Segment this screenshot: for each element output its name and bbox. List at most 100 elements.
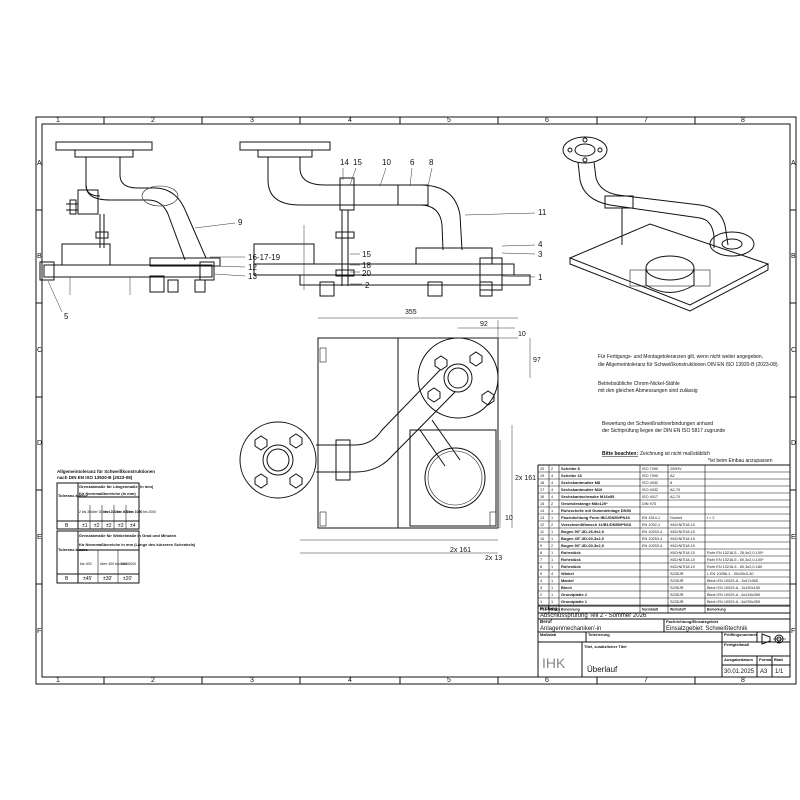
note-8: *ist beim Einbau anzupassen <box>708 458 773 464</box>
parts-cell: Blech EN 10029-A - 3x150x150 <box>707 586 760 590</box>
col-label: 4 <box>348 677 352 684</box>
balloon-16-17-19: 16-17-19 <box>248 253 281 262</box>
outer-frame <box>35 116 797 685</box>
tolerance-table: Allgemeintoleranz für Schweißkonstruktio… <box>56 469 196 584</box>
tol-ang-class: B <box>65 576 69 582</box>
parts-cell: 4 <box>551 488 553 492</box>
parts-cell: t = 2 <box>707 516 715 520</box>
parts-cell: X6CrNiTi18-10 <box>670 537 695 541</box>
tol-lin-sub: für Nennmaßbereiche (in mm) <box>79 491 136 496</box>
tol-ang-col: über 1000 <box>120 562 136 566</box>
parts-cell: EN 10253-4 <box>642 544 662 548</box>
col-label: 3 <box>250 117 254 124</box>
col-label: 6 <box>545 677 549 684</box>
col-label: 1 <box>56 677 60 684</box>
parts-header-cell: Bemerkung <box>707 608 726 612</box>
parts-cell: 9 <box>540 544 542 548</box>
row-label: B <box>37 253 42 260</box>
tol-lin-val: ±1 <box>82 523 88 529</box>
parts-cell: ISO 4032 <box>642 488 658 492</box>
parts-cell: Rohrstück <box>561 557 582 562</box>
tol-lin-class: B <box>65 523 69 529</box>
note-4: mit den gleichen Abmessungen sind zuläss… <box>598 388 698 394</box>
note-2: die Allgemeintoleranz für Schweißkonstru… <box>598 362 779 368</box>
parts-cell: Sechskantschraube M16x55 <box>561 494 615 499</box>
balloon-12: 12 <box>248 263 257 272</box>
tb-pruefung-label: Prüfung <box>540 606 557 611</box>
parts-cell: ISO 7090 <box>642 474 658 478</box>
parts-cell: 1 <box>551 579 553 583</box>
tol-title-1: Allgemeintoleranz für Schweißkonstruktio… <box>57 469 155 474</box>
parts-cell: ISO 4017 <box>642 495 658 499</box>
parts-cell: 4 <box>551 481 553 485</box>
col-label: 5 <box>447 117 451 124</box>
parts-cell: Rohr EN 10216-5 - 26,9x2,0-100* <box>707 551 764 555</box>
row-label: D <box>791 440 796 447</box>
parts-cell: Sechskantmutter M8 <box>561 480 601 485</box>
tol-ang-val: ±20' <box>123 576 132 582</box>
parts-cell: ISO 7090 <box>642 467 658 471</box>
dim-161: 2x 161 <box>515 475 536 482</box>
parts-cell: Grundplatte 2 <box>561 592 588 597</box>
parts-header-cell: Stück <box>551 608 560 612</box>
parts-cell: 4 <box>551 495 553 499</box>
parts-cell: 1 <box>551 600 553 604</box>
parts-cell: Rohrschelle mit Gummieinlage DN50 <box>561 508 632 513</box>
parts-cell: EN 10253-4 <box>642 530 662 534</box>
parts-cell: DIN 975 <box>642 502 656 506</box>
parts-cell: 18 <box>540 481 544 485</box>
parts-cell: X6CrNiTi18-10 <box>670 523 695 527</box>
row-label: D <box>37 440 42 447</box>
parts-cell: Scheibe 16 <box>561 473 583 478</box>
parts-cell: Grundplatte 1 <box>561 599 588 604</box>
tb-prueflingsnummer-label: Prüflingsnummer <box>724 632 758 637</box>
parts-cell: 15 <box>540 502 544 506</box>
parts-cell: X6CrNiTi18-10 <box>670 544 695 548</box>
title-block: Prüfung Abschlussprüfung Teil 2 - Sommer… <box>537 605 791 678</box>
parts-cell: 2 <box>551 523 553 527</box>
tb-ausgabe: 30.01.2025 <box>724 669 755 675</box>
parts-cell: Vorschweißflansch 11/B1/DN50/PN16 <box>561 522 632 527</box>
balloon-15b: 15 <box>362 250 371 259</box>
balloon-6: 6 <box>410 158 415 167</box>
tol-lin-val: ±2 <box>94 523 100 529</box>
tol-lin-col: über 400 bis 1000 <box>115 510 142 514</box>
parts-cell: 8 <box>540 551 542 555</box>
parts-cell: 16 <box>540 495 544 499</box>
parts-cell: 1 <box>551 558 553 562</box>
parts-cell: A2 <box>670 474 675 478</box>
tol-lin-col: über 1000 bis 2000 <box>127 510 156 514</box>
parts-cell: 5 <box>540 572 542 576</box>
balloon-1: 1 <box>538 273 543 282</box>
tb-beruf-label: Beruf <box>540 619 552 624</box>
tb-ausgabe-label: Ausgabedatum <box>724 657 753 662</box>
tol-ang-val: ±45' <box>83 576 92 582</box>
tb-fach-label: Fachrichtung/Einsatzgebiet <box>666 619 719 624</box>
parts-cell: Blech EN 10029-A - 3x47x365 <box>707 579 758 583</box>
balloon-15: 15 <box>353 158 362 167</box>
parts-cell: Flachdichtung Form IBC/DN50/PN16 <box>561 515 631 520</box>
col-label: 5 <box>447 677 451 684</box>
parts-cell: Bogen 90°-3D-26,9x2,0 <box>561 529 605 534</box>
row-label: C <box>37 347 42 354</box>
parts-cell: 1 <box>551 530 553 534</box>
parts-cell: 1 <box>551 516 553 520</box>
parts-cell: Blech EN 10029-A - 6x295x355 <box>707 600 760 604</box>
tol-lin-col: 2 bis 30 <box>79 510 91 514</box>
tol-ang-col: bis 400 <box>80 562 92 566</box>
tb-format: A3 <box>760 669 768 675</box>
tb-fach: Einsatzgebiet: Schweißtechnik <box>666 626 748 632</box>
parts-cell: 12 <box>540 523 544 527</box>
parts-cell: EN 10253-4 <box>642 537 662 541</box>
parts-cell: Rohr EN 10216-5 - 60,3x2,0-100* <box>707 558 764 562</box>
parts-cell: 200HV <box>670 467 682 471</box>
col-label: 2 <box>151 117 155 124</box>
parts-header-cell: Werkstoff <box>670 608 686 612</box>
parts-cell: S235JR <box>670 586 684 590</box>
row-label: B <box>791 253 796 260</box>
tol-ang-val: ±30' <box>103 576 112 582</box>
parts-cell: Rohrstück <box>561 550 582 555</box>
tol-lin-val: ±2 <box>106 523 112 529</box>
balloon-11: 11 <box>538 208 547 217</box>
